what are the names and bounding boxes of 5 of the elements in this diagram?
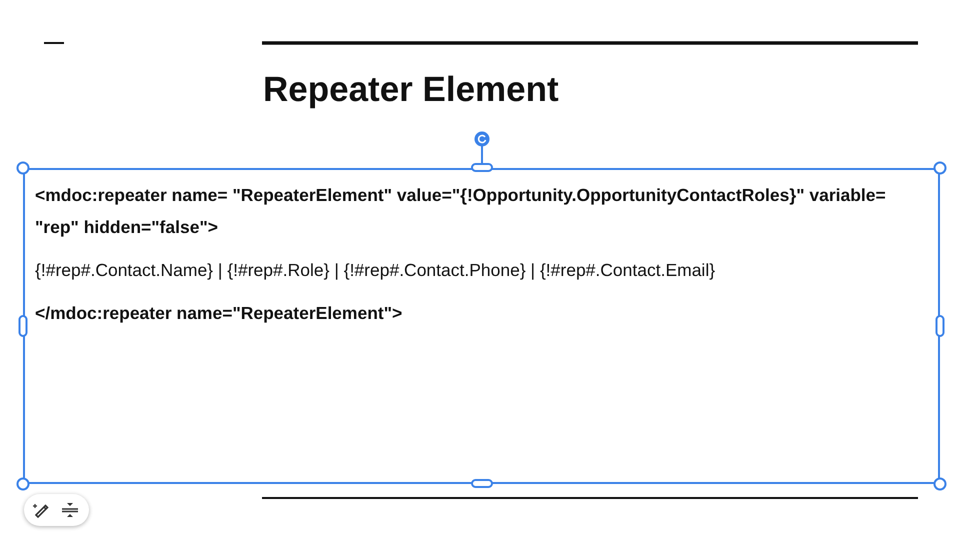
code-line: <mdoc:repeater name= "RepeaterElement" value="{!Opportunity.OpportunityContactRoles}" variable= "rep" hidden="false"> xyxy=(35,184,887,239)
code-line: </mdoc:repeater name="RepeaterElement"> xyxy=(35,302,404,325)
slide-title: Repeater Element xyxy=(263,70,559,110)
code-line: {!#rep#.Contact.Name} | {!#rep#.Role} | {!#rep#.Contact.Phone} | {!#rep#.Contact.Email} xyxy=(35,259,716,282)
text-box xyxy=(23,168,940,484)
